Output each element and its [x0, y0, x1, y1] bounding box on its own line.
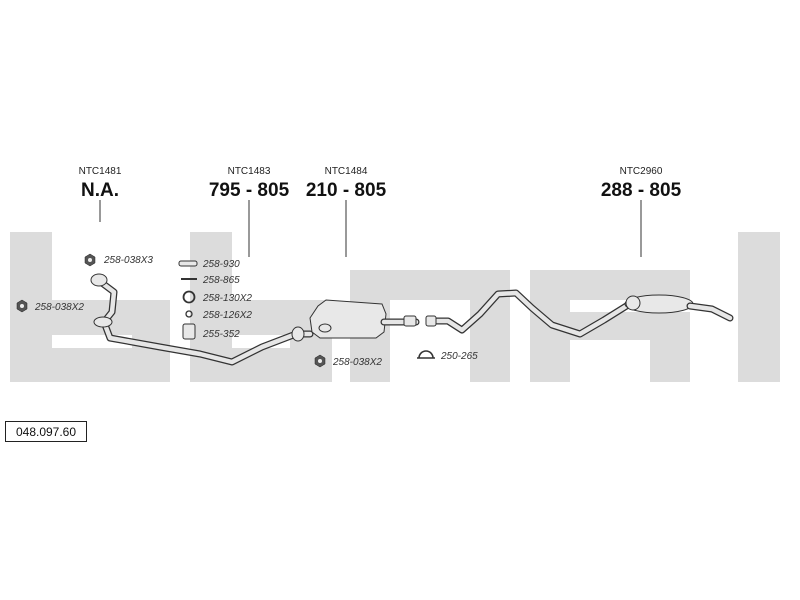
part-ref: NTC1483: [228, 166, 271, 177]
flange-icon: [625, 295, 641, 311]
bolt-icon: [178, 260, 198, 267]
diagram-code: 048.097.60: [5, 421, 87, 442]
nut-icon: [84, 253, 96, 267]
flange-icon: [291, 326, 305, 342]
part-numbers: 210 - 805: [306, 180, 387, 201]
section-ntc2960: NTC2960 288 - 805: [601, 166, 682, 201]
flange-icon: [318, 323, 332, 333]
sleeve-icon: [425, 315, 437, 327]
section-ntc1484: NTC1484 210 - 805: [306, 166, 387, 201]
part-numbers: 288 - 805: [601, 180, 682, 201]
part-label: 258-130X2: [202, 293, 252, 304]
front-pipe: [90, 273, 314, 366]
nut-icon: [16, 299, 28, 313]
nut-icon: [314, 354, 326, 368]
clamp-icon: [417, 350, 435, 359]
sleeve-icon: [403, 315, 417, 327]
small-ring-icon: [185, 310, 193, 318]
flange-icon: [93, 316, 113, 328]
part-numbers: N.A.: [81, 180, 119, 201]
ring-icon: [182, 290, 196, 304]
sleeve-icon: [182, 323, 196, 340]
part-numbers: 795 - 805: [209, 180, 290, 201]
part-label: 250-265: [440, 351, 478, 362]
part-label: 258-865: [202, 275, 240, 286]
section-ntc1481: NTC1481 N.A.: [79, 166, 122, 201]
flange-icon: [90, 273, 108, 287]
section-ntc1483: NTC1483 795 - 805: [209, 166, 290, 201]
part-label: 258-038X3: [103, 255, 153, 266]
rear-section: [425, 289, 734, 338]
part-ref: NTC2960: [620, 166, 663, 177]
center-silencer: [309, 299, 420, 339]
part-label: 258-038X2: [332, 357, 382, 368]
part-label: 258-038X2: [34, 302, 84, 313]
part-label: 258-126X2: [202, 310, 252, 321]
part-ref: NTC1481: [79, 166, 122, 177]
part-label: 255-352: [202, 329, 240, 340]
part-ref: NTC1484: [325, 166, 368, 177]
part-label: 258-930: [202, 259, 240, 270]
